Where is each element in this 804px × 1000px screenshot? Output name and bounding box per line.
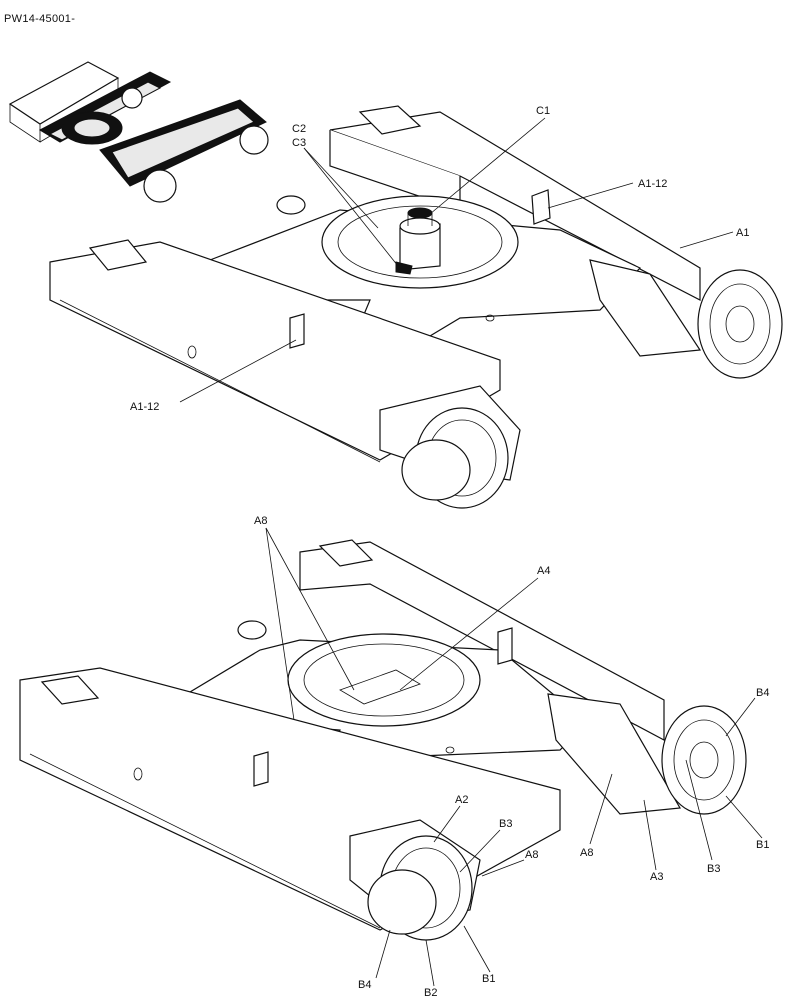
callout-a1-12-left: A1-12 <box>130 401 159 413</box>
bottom-callouts: A8 A4 B4 A2 B3 A8 A8 A3 B3 B1 B4 B2 B1 <box>254 515 769 999</box>
bottom-right-drive <box>547 693 747 815</box>
callout-a4: A4 <box>537 565 550 577</box>
bottom-front-drive <box>349 819 481 941</box>
top-front-drive <box>379 385 521 509</box>
top-callouts: C1 C2 C3 A1-12 A1 A1-12 <box>130 105 749 413</box>
callout-a1: A1 <box>736 227 749 239</box>
callout-a3: A3 <box>650 871 663 883</box>
bottom-track-frame <box>19 539 747 941</box>
callout-b1-right: B1 <box>756 839 769 851</box>
top-leader-lines <box>179 117 734 403</box>
callout-b4-left: B4 <box>358 979 371 991</box>
callout-c1: C1 <box>536 105 550 117</box>
thumbnail-machine <box>8 61 269 203</box>
callout-b3-right: B3 <box>707 863 720 875</box>
document-ref: PW14-45001- <box>4 13 75 25</box>
callout-a8-mid: A8 <box>525 849 538 861</box>
callout-a8-top: A8 <box>254 515 267 527</box>
top-right-drive <box>589 259 783 379</box>
bottom-leader-lines <box>265 527 763 987</box>
callout-a8-right: A8 <box>580 847 593 859</box>
callout-b2: B2 <box>424 987 437 999</box>
swivel-joint <box>395 207 441 275</box>
callout-b1-left: B1 <box>482 973 495 985</box>
callout-c3: C3 <box>292 137 306 149</box>
callout-c2: C2 <box>292 123 306 135</box>
callout-b4-right: B4 <box>756 687 769 699</box>
callout-b3-mid: B3 <box>499 818 512 830</box>
callout-a1-12-right: A1-12 <box>638 178 667 190</box>
callout-a2: A2 <box>455 794 468 806</box>
